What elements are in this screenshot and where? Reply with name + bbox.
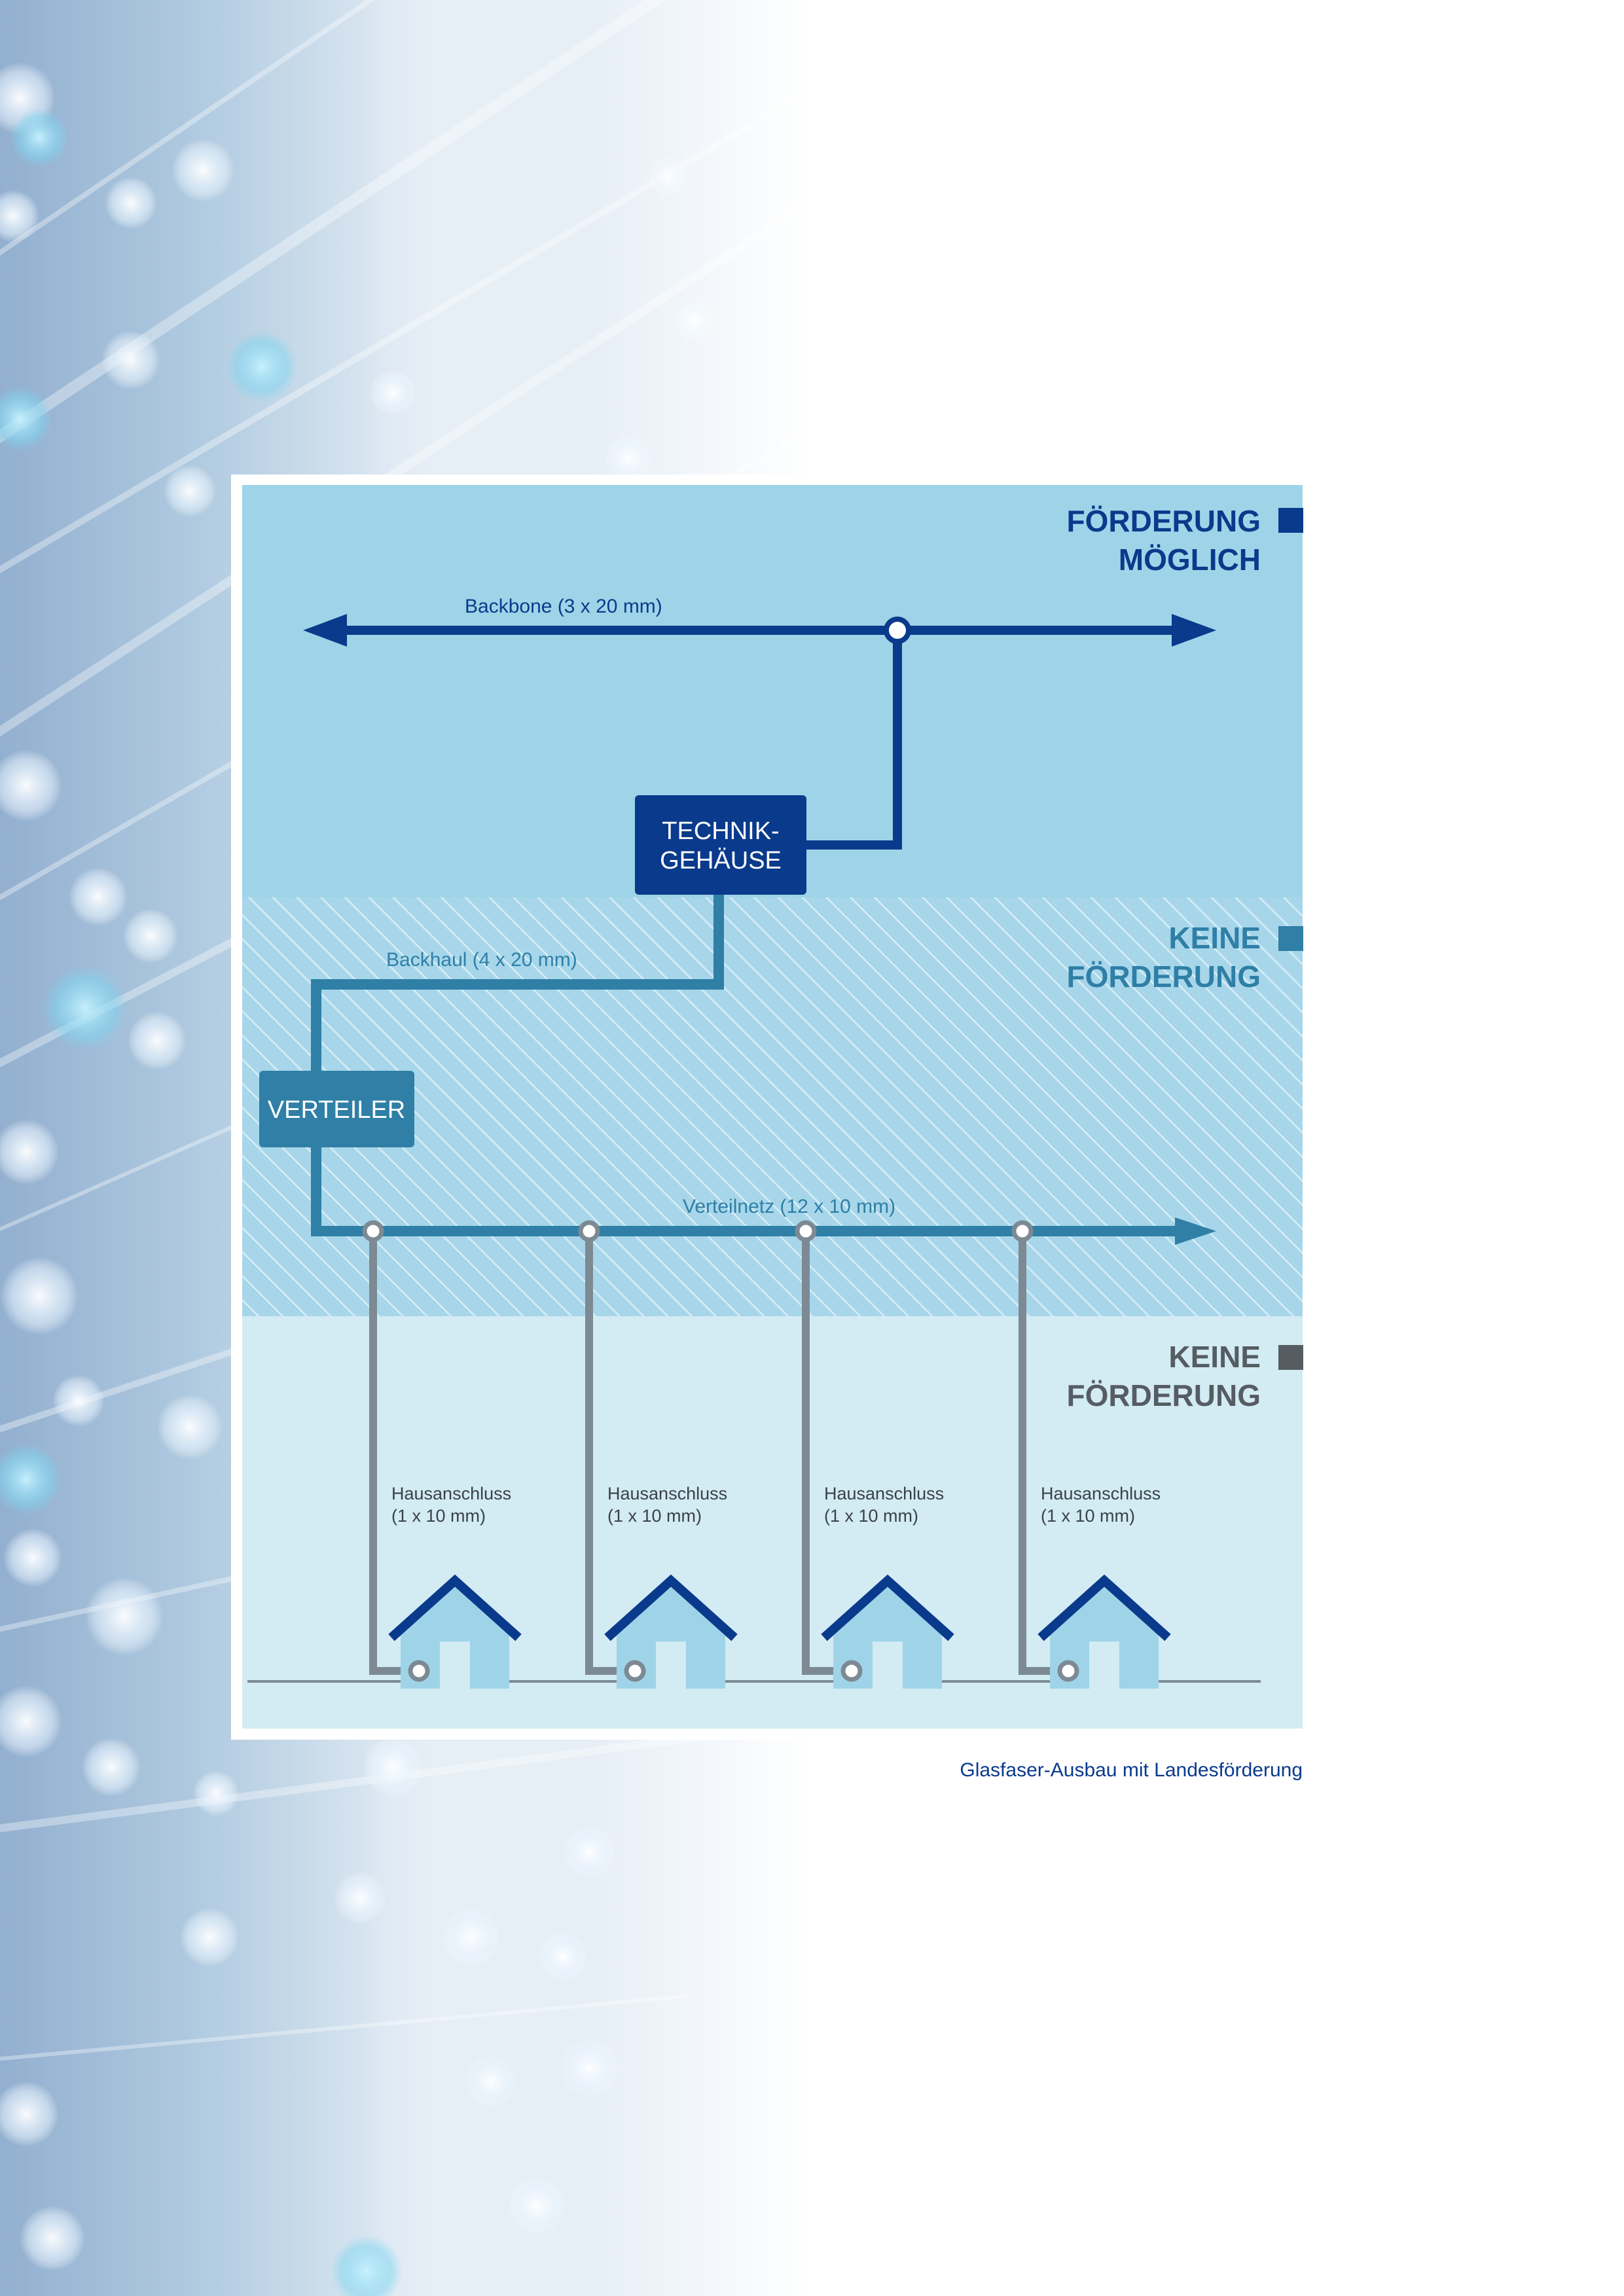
hausanschluss-label-line1: Hausanschluss (1041, 1484, 1161, 1503)
technik-gehaeuse-label-line2: GEHÄUSE (660, 847, 782, 874)
house-connection: Hausanschluss (1 x 10 mm) (362, 1220, 522, 1689)
branch-node (362, 1220, 384, 1242)
backbone-label: Backbone (3 x 20 mm) (465, 596, 662, 617)
zone-bot-legend-square (1278, 1345, 1303, 1370)
backhaul-label: Backhaul (4 x 20 mm) (386, 949, 577, 971)
hausanschluss-label-line1: Hausanschluss (391, 1484, 511, 1503)
zone-bot-label-line1: KEINE (1168, 1340, 1261, 1374)
branch-node (1011, 1220, 1034, 1242)
hausanschluss-label-line2: (1 x 10 mm) (607, 1506, 702, 1526)
verteilnetz-line (311, 1147, 1216, 1245)
zone-top-label-line2: MÖGLICH (1119, 543, 1261, 577)
house-door (440, 1641, 470, 1689)
house-roof (1038, 1574, 1171, 1641)
backbone-line (303, 614, 1216, 850)
zone-mid-label-line1: KEINE (1168, 921, 1261, 955)
house-connections-layer: Hausanschluss (1 x 10 mm) Hausanschluss (1 … (362, 1220, 1171, 1689)
house-connection: Hausanschluss (1 x 10 mm) (578, 1220, 738, 1689)
branch-node (578, 1220, 600, 1242)
zone-hatch-pattern (242, 897, 1303, 1316)
technik-gehaeuse-label-line1: TECHNIK- (662, 817, 779, 845)
technik-gehaeuse-box (635, 795, 806, 895)
house-door (656, 1641, 686, 1689)
house-roof (604, 1574, 738, 1641)
zone-top-label-line1: FÖRDERUNG (1067, 504, 1261, 538)
house-entry-node (624, 1660, 646, 1682)
house-entry-node (408, 1660, 430, 1682)
branch-node (795, 1220, 817, 1242)
verteiler-box (259, 1071, 414, 1147)
zone-mid-label-line2: FÖRDERUNG (1067, 960, 1261, 994)
hausanschluss-label-line1: Hausanschluss (607, 1484, 727, 1503)
house-roof (388, 1574, 522, 1641)
house-connection: Hausanschluss (1 x 10 mm) (1011, 1220, 1171, 1689)
zone-top-legend-square (1278, 508, 1303, 533)
zone-bot-label-line2: FÖRDERUNG (1067, 1378, 1261, 1412)
hausanschluss-label-line2: (1 x 10 mm) (1041, 1506, 1135, 1526)
house-door (1089, 1641, 1119, 1689)
hausanschluss-label-line1: Hausanschluss (824, 1484, 944, 1503)
house-roof (821, 1574, 954, 1641)
house-door (873, 1641, 903, 1689)
verteiler-label: VERTEILER (268, 1096, 405, 1124)
hausanschluss-label-line2: (1 x 10 mm) (391, 1506, 486, 1526)
verteilnetz-label: Verteilnetz (12 x 10 mm) (683, 1196, 895, 1217)
house-entry-node (1057, 1660, 1079, 1682)
backhaul-line (311, 895, 724, 1071)
hausanschluss-label-line2: (1 x 10 mm) (824, 1506, 918, 1526)
zone-mid-legend-square (1278, 926, 1303, 951)
backbone-junction-node (884, 617, 911, 644)
house-entry-node (840, 1660, 863, 1682)
house-connection: Hausanschluss (1 x 10 mm) (795, 1220, 954, 1689)
figure-caption: Glasfaser-Ausbau mit Landesförderung (960, 1759, 1303, 1781)
